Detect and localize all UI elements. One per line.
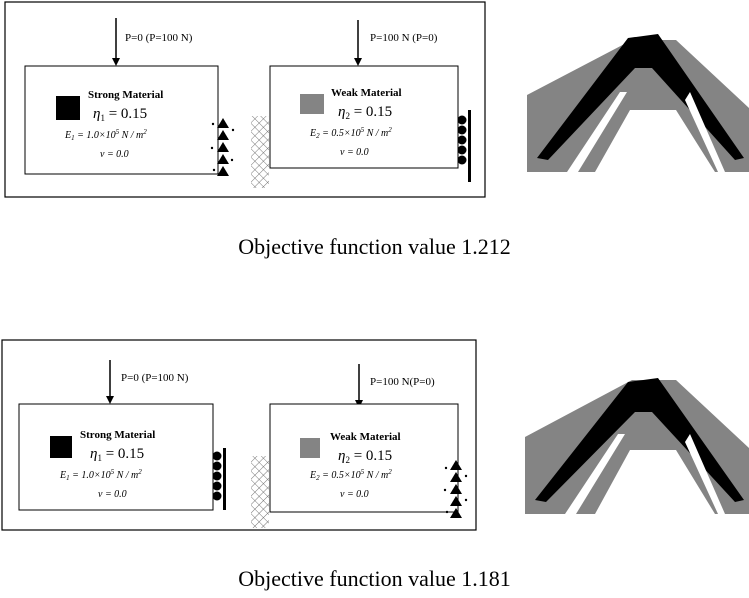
load-label-right: P=100 N (P=0) [370, 32, 438, 44]
strong-poisson: ν = 0.0 [100, 149, 129, 160]
weak-material-box [269, 65, 459, 169]
weak-poisson: ν = 0.0 [340, 147, 369, 158]
weak-eta: η2 = 0.15 [338, 104, 392, 121]
panel-1: P=0 (P=100 N) P=100 N (P=0) Strong Mater… [4, 1, 749, 198]
strong-material-title: Strong Material [80, 429, 155, 441]
roller-support [457, 110, 471, 182]
caption-panel-1: Objective function value 1.212 [238, 234, 511, 259]
panel-frame [1, 339, 477, 531]
load-label-left: P=0 (P=100 N) [125, 32, 193, 44]
optimized-shape-1 [527, 32, 749, 172]
roller-support [212, 448, 226, 510]
load-arrowhead-left [106, 396, 114, 404]
weak-material-swatch [300, 94, 324, 114]
optimized-shape-2 [525, 378, 749, 514]
weak-eta: η2 = 0.15 [338, 448, 392, 465]
strong-eta: η1 = 0.15 [90, 446, 144, 463]
panel-frame [4, 1, 486, 198]
caption-panel-2: Objective function value 1.181 [238, 566, 511, 591]
triangle-support-stack [210, 118, 235, 176]
load-label-left: P=0 (P=100 N) [121, 372, 189, 384]
load-arrowhead-right [354, 58, 362, 66]
fixed-wall-hatch-cross [251, 116, 269, 188]
fixed-wall-hatch-cross [251, 456, 269, 528]
weak-material-title: Weak Material [331, 87, 402, 99]
load-label-right: P=100 N(P=0) [370, 376, 435, 388]
weak-material-swatch [300, 438, 320, 458]
panel-2: P=0 (P=100 N) P=100 N(P=0) Strong Materi… [1, 339, 749, 531]
strong-modulus: E1 = 1.0×105 N / m2 [59, 468, 142, 482]
strong-modulus: E1 = 1.0×105 N / m2 [64, 128, 147, 142]
weak-poisson: ν = 0.0 [340, 489, 369, 500]
strong-poisson: ν = 0.0 [98, 489, 127, 500]
weak-modulus: E2 = 0.5×105 N / m2 [309, 126, 392, 140]
load-arrowhead-left [112, 58, 120, 66]
strong-material-title: Strong Material [88, 89, 163, 101]
weak-modulus: E2 = 0.5×105 N / m2 [309, 468, 392, 482]
strong-material-swatch [56, 96, 80, 120]
strong-eta: η1 = 0.15 [93, 106, 147, 123]
strong-material-swatch [50, 436, 72, 458]
weak-material-title: Weak Material [330, 431, 401, 443]
triangle-support-stack [443, 460, 468, 518]
